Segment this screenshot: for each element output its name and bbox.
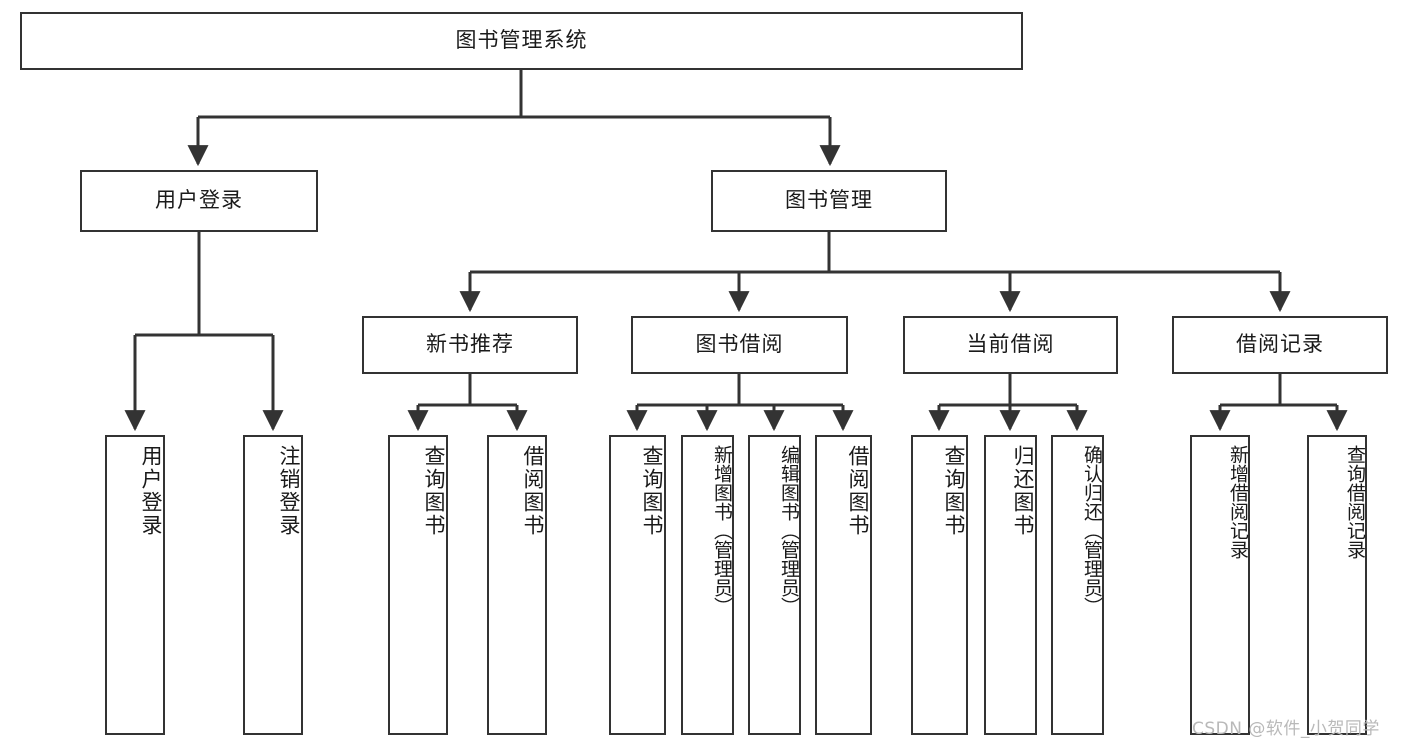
node-leaf-return-book[interactable]: 归还图书 [984,435,1037,735]
node-user-login-label: 用户登录 [155,188,243,213]
node-leaf-add-borrow-record[interactable]: 新增借阅记录 [1190,435,1250,735]
node-leaf-query-book-borrow[interactable]: 查询图书 [609,435,666,735]
node-leaf-confirm-return-admin[interactable]: 确认归还（管理员） [1051,435,1104,735]
node-leaf-label: 确认归还（管理员） [1081,445,1103,616]
node-new-book-recommend[interactable]: 新书推荐 [362,316,578,374]
node-leaf-borrow-book[interactable]: 借阅图书 [815,435,872,735]
node-leaf-label: 注销登录 [277,445,301,537]
node-leaf-label: 查询图书 [942,445,966,537]
node-user-login[interactable]: 用户登录 [80,170,318,232]
node-borrow-record-label: 借阅记录 [1236,332,1324,357]
node-leaf-query-borrow-record[interactable]: 查询借阅记录 [1307,435,1367,735]
node-leaf-label: 借阅图书 [521,445,545,537]
node-leaf-add-book-admin[interactable]: 新增图书（管理员） [681,435,734,735]
node-leaf-label: 借阅图书 [846,445,870,537]
node-book-borrow-label: 图书借阅 [695,332,784,357]
csdn-watermark: CSDN @软件_小贺同学 [1192,719,1380,739]
node-borrow-record[interactable]: 借阅记录 [1172,316,1388,374]
node-book-management[interactable]: 图书管理 [711,170,947,232]
node-leaf-label: 归还图书 [1011,445,1035,537]
node-leaf-user-login[interactable]: 用户登录 [105,435,165,735]
node-root-label: 图书管理系统 [455,28,588,53]
node-leaf-edit-book-admin[interactable]: 编辑图书（管理员） [748,435,801,735]
node-leaf-label: 新增图书（管理员） [711,445,733,616]
node-leaf-label: 查询图书 [422,445,446,537]
node-current-borrow-label: 当前借阅 [966,332,1055,357]
node-leaf-label: 新增借阅记录 [1227,445,1249,559]
node-leaf-label: 编辑图书（管理员） [778,445,800,616]
node-leaf-borrow-book-rec[interactable]: 借阅图书 [487,435,547,735]
node-current-borrow[interactable]: 当前借阅 [903,316,1118,374]
node-leaf-label: 查询借阅记录 [1344,445,1366,559]
node-leaf-query-book-rec[interactable]: 查询图书 [388,435,448,735]
node-leaf-label: 查询图书 [640,445,664,537]
node-leaf-label: 用户登录 [139,445,163,537]
node-new-book-recommend-label: 新书推荐 [426,332,514,357]
node-book-borrow[interactable]: 图书借阅 [631,316,848,374]
node-root-system[interactable]: 图书管理系统 [20,12,1023,70]
node-leaf-query-book-current[interactable]: 查询图书 [911,435,968,735]
node-leaf-user-logout[interactable]: 注销登录 [243,435,303,735]
node-book-management-label: 图书管理 [785,188,873,213]
